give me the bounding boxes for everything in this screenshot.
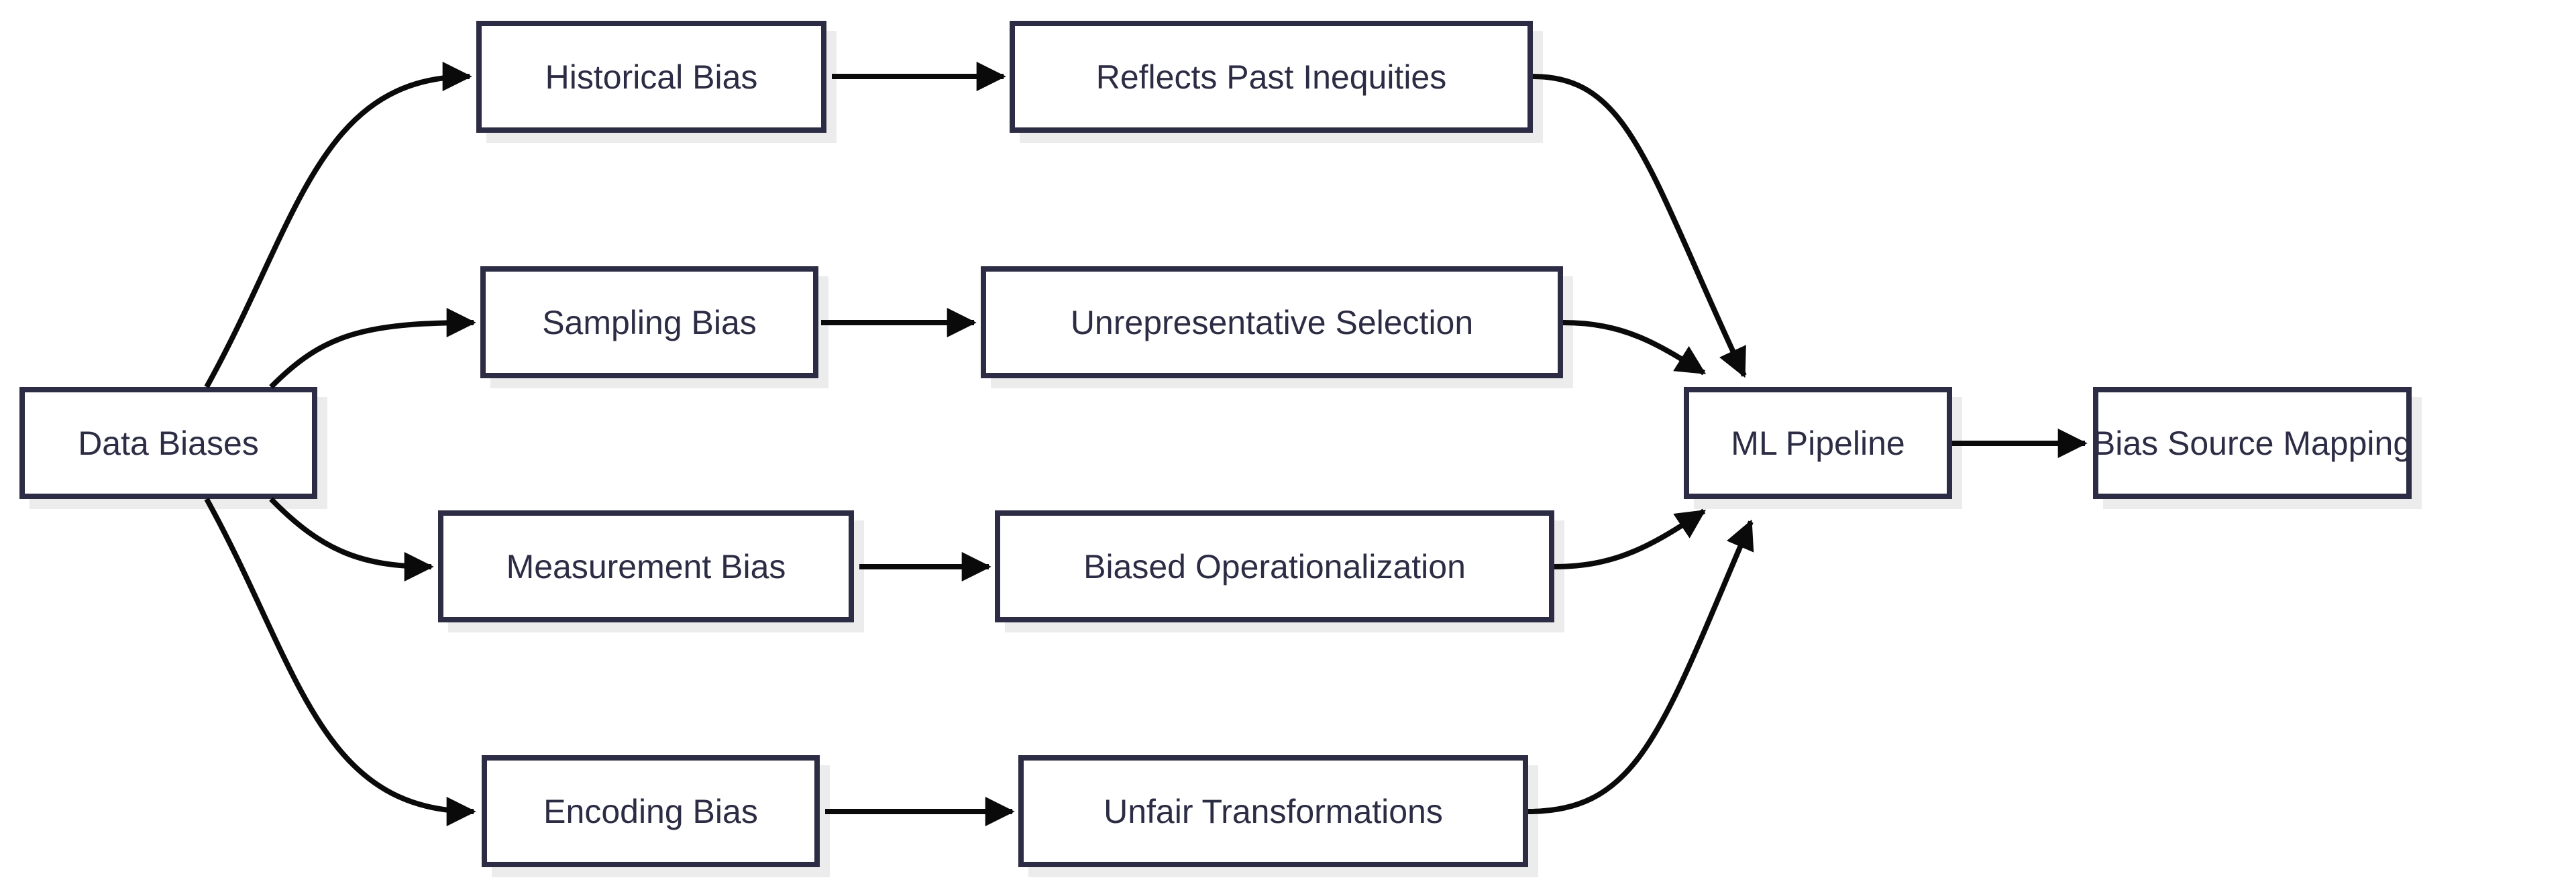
- node-bias-source-mapping-label: Bias Source Mapping: [2092, 424, 2412, 462]
- node-reflects-past-inequities-label: Reflects Past Inequities: [1095, 58, 1447, 96]
- node-historical-bias: Historical Bias: [476, 21, 826, 133]
- node-unrepresentative-selection: Unrepresentative Selection: [981, 266, 1563, 378]
- node-unfair-transformations-label: Unfair Transformations: [1104, 792, 1443, 830]
- node-data-biases-label: Data Biases: [78, 424, 259, 462]
- node-sampling-bias: Sampling Bias: [480, 266, 818, 378]
- node-measurement-bias-label: Measurement Bias: [506, 547, 786, 586]
- node-ml-pipeline: ML Pipeline: [1684, 387, 1952, 499]
- edge-reflects-past-inequities-to-ml-pipeline: [1532, 74, 1747, 378]
- node-encoding-bias: Encoding Bias: [482, 755, 820, 867]
- node-encoding-bias-label: Encoding Bias: [543, 792, 758, 830]
- edge-unrepresentative-selection-to-ml-pipeline: [1562, 320, 1707, 376]
- edge-biased-operationalization-to-ml-pipeline: [1554, 508, 1707, 569]
- edge-unfair-transformations-to-ml-pipeline: [1527, 519, 1754, 814]
- node-biased-operationalization: Biased Operationalization: [995, 510, 1554, 622]
- node-historical-bias-label: Historical Bias: [545, 58, 758, 96]
- edge-data-biases-to-encoding-bias: [204, 498, 476, 826]
- edge-data-biases-to-sampling-bias: [269, 308, 476, 389]
- node-measurement-bias: Measurement Bias: [438, 510, 854, 622]
- node-sampling-bias-label: Sampling Bias: [542, 303, 757, 341]
- node-bias-source-mapping: Bias Source Mapping: [2093, 387, 2412, 499]
- node-ml-pipeline-label: ML Pipeline: [1731, 424, 1905, 462]
- node-unfair-transformations: Unfair Transformations: [1018, 755, 1528, 867]
- node-biased-operationalization-label: Biased Operationalization: [1083, 547, 1466, 586]
- edge-data-biases-to-historical-bias: [204, 62, 472, 388]
- edge-data-biases-to-measurement-bias: [269, 497, 434, 581]
- node-data-biases: Data Biases: [19, 387, 317, 499]
- node-reflects-past-inequities: Reflects Past Inequities: [1010, 21, 1533, 133]
- node-unrepresentative-selection-label: Unrepresentative Selection: [1070, 303, 1474, 341]
